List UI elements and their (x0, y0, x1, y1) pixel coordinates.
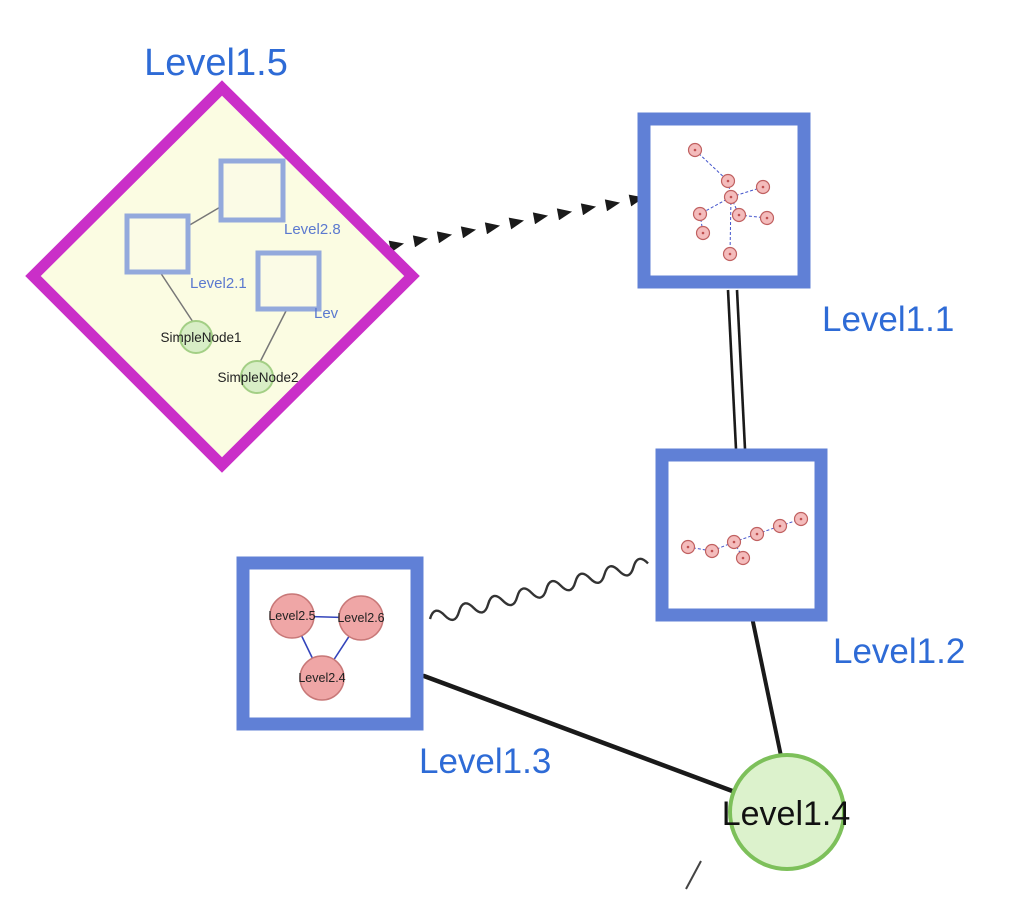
node-level2-6[interactable] (338, 595, 384, 641)
node-level1-3-frame[interactable] (236, 556, 424, 731)
label-level2-8: Level2.8 (284, 221, 341, 238)
edge-level1-1-to-level1-2[interactable] (726, 289, 747, 450)
node-level1-2[interactable] (655, 448, 828, 622)
node-level1-1[interactable] (637, 112, 811, 289)
label-level1-5: Level1.5 (144, 42, 288, 84)
label-simplenode1: SimpleNode1 (160, 330, 241, 345)
node-level2-1[interactable] (124, 213, 191, 275)
node-level2-8[interactable] (218, 158, 286, 223)
label-level1-2: Level1.2 (833, 632, 965, 671)
label-level2-1: Level2.1 (190, 275, 247, 292)
mini-graph-node-marks-1 (693, 148, 769, 256)
mini-graph-node-marks-2 (686, 517, 803, 560)
edge-level1-2-to-level1-4[interactable] (751, 620, 783, 758)
inner-edge-lev-simplenode2 (259, 308, 288, 363)
node-level2-5[interactable] (269, 593, 315, 639)
label-level2-6: Level2.6 (337, 611, 384, 625)
inner-edge-level2-1-simplenode1 (159, 271, 194, 323)
label-level2-5: Level2.5 (268, 609, 315, 623)
edge-level1-3-to-level1-2[interactable] (428, 557, 649, 625)
node-level1-3[interactable]: Level2.5 Level2.6 Level2.4 (236, 556, 424, 731)
label-level1-4: Level1.4 (722, 795, 851, 833)
edge-level1-5-to-level1-1[interactable] (388, 194, 645, 253)
label-simplenode2: SimpleNode2 (217, 370, 298, 385)
label-level2-4: Level2.4 (298, 671, 345, 685)
label-level1-1: Level1.1 (822, 300, 954, 339)
node-simplenode1[interactable] (179, 320, 213, 354)
diamond-shape[interactable] (25, 80, 420, 473)
node-lev[interactable] (255, 250, 322, 312)
label-level1-3: Level1.3 (419, 742, 551, 781)
label-lev: Lev (314, 305, 339, 322)
edge-stub-below-level1-4 (685, 860, 702, 890)
edge-level1-3-to-level1-4[interactable] (421, 673, 738, 795)
node-level1-5[interactable]: Level2.8 Level2.1 Lev SimpleNode1 Simple… (25, 80, 420, 473)
node-level1-2-frame[interactable] (655, 448, 828, 622)
inner-edge-level2-1-level2-8 (187, 205, 223, 227)
node-simplenode2[interactable] (240, 360, 274, 394)
node-level1-4[interactable]: Level1.4 (722, 753, 851, 871)
node-level1-4-shape[interactable] (728, 753, 846, 871)
node-level2-4[interactable] (299, 655, 345, 701)
